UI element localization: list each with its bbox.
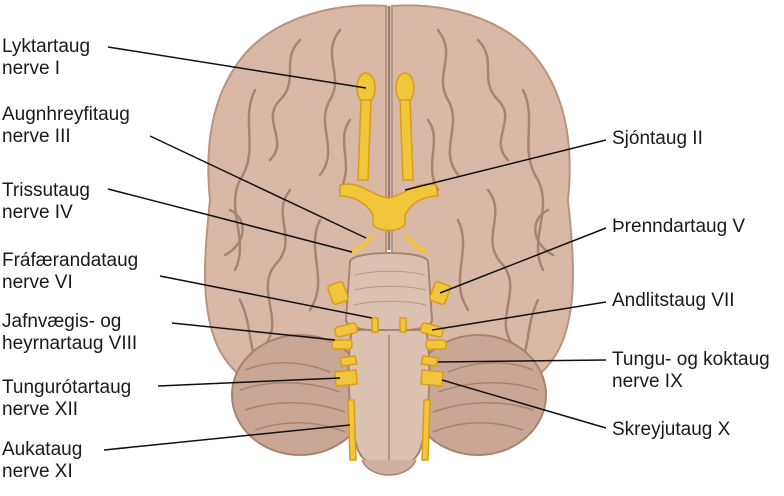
label-trochlear-line2: nerve IV	[2, 202, 73, 223]
leader-facial	[431, 301, 607, 331]
label-vagus: Skreyjutaug X	[612, 419, 730, 441]
leader-hypoglossal	[157, 377, 341, 387]
label-vestibulocochlear-line1: Jafnvægis- og	[2, 311, 122, 332]
label-trochlear: Trissutaug nerve IV	[2, 180, 90, 224]
label-abducens: Fráfærandataug nerve VI	[2, 250, 138, 294]
label-hypoglossal-line1: Tungurótartaug	[2, 377, 132, 398]
label-facial-line1: Andlitstaug VII	[612, 290, 735, 311]
leader-oculomotor	[149, 135, 367, 239]
pons	[344, 252, 434, 333]
label-accessory: Aukataug nerve XI	[2, 439, 82, 483]
label-vestibulocochlear: Jafnvægis- og heyrnartaug VIII	[2, 311, 137, 355]
leader-glossopharyngeal	[437, 359, 607, 363]
label-glossopharyngeal: Tungu- og koktaug nerve IX	[612, 349, 784, 393]
cranial-nerves	[327, 72, 451, 461]
optic-chiasm	[339, 183, 439, 231]
label-oculomotor: Augnhreyfitaug nerve III	[2, 104, 130, 148]
leader-vestibulocochlear	[171, 322, 336, 341]
leader-trigeminal	[439, 227, 607, 294]
label-trochlear-line1: Trissutaug	[2, 180, 90, 201]
olfactory-bulb-right	[395, 72, 415, 104]
olfactory-tract-left	[357, 99, 372, 181]
leader-trochlear	[107, 188, 353, 253]
leader-abducens	[159, 275, 373, 319]
label-optic-line1: Sjóntaug II	[612, 128, 703, 149]
brainstem	[344, 252, 434, 476]
label-accessory-line1: Aukataug	[2, 439, 83, 460]
trigeminal-left	[327, 280, 349, 306]
label-hypoglossal-line2: nerve XII	[2, 399, 79, 420]
label-vagus-line1: Skreyjutaug X	[612, 419, 731, 440]
leader-olfactory	[107, 46, 367, 89]
label-trigeminal-line1: Þrenndartaug V	[612, 216, 746, 237]
label-olfactory: Lyktartaug nerve I	[2, 36, 90, 80]
label-trigeminal: Þrenndartaug V	[612, 216, 745, 238]
label-olfactory-line1: Lyktartaug	[2, 36, 91, 57]
label-vestibulocochlear-line2: heyrnartaug VIII	[2, 333, 138, 354]
label-oculomotor-line2: nerve III	[2, 126, 71, 147]
label-facial: Andlitstaug VII	[612, 290, 735, 312]
olfactory-tract-right	[399, 99, 414, 181]
leader-optic	[404, 139, 607, 191]
label-optic: Sjóntaug II	[612, 128, 703, 150]
label-hypoglossal: Tungurótartaug nerve XII	[2, 377, 131, 421]
label-olfactory-line2: nerve I	[2, 58, 61, 79]
leader-lines	[103, 46, 607, 451]
leader-vagus	[441, 379, 607, 429]
label-abducens-line1: Fráfærandataug	[2, 250, 139, 271]
label-oculomotor-line1: Augnhreyfitaug	[2, 104, 130, 125]
label-glossopharyngeal-line1: Tungu- og koktaug	[612, 349, 770, 370]
leader-accessory	[103, 424, 351, 451]
label-glossopharyngeal-line2: nerve IX	[612, 371, 683, 392]
label-accessory-line2: nerve XI	[2, 461, 73, 482]
label-abducens-line2: nerve VI	[2, 272, 73, 293]
